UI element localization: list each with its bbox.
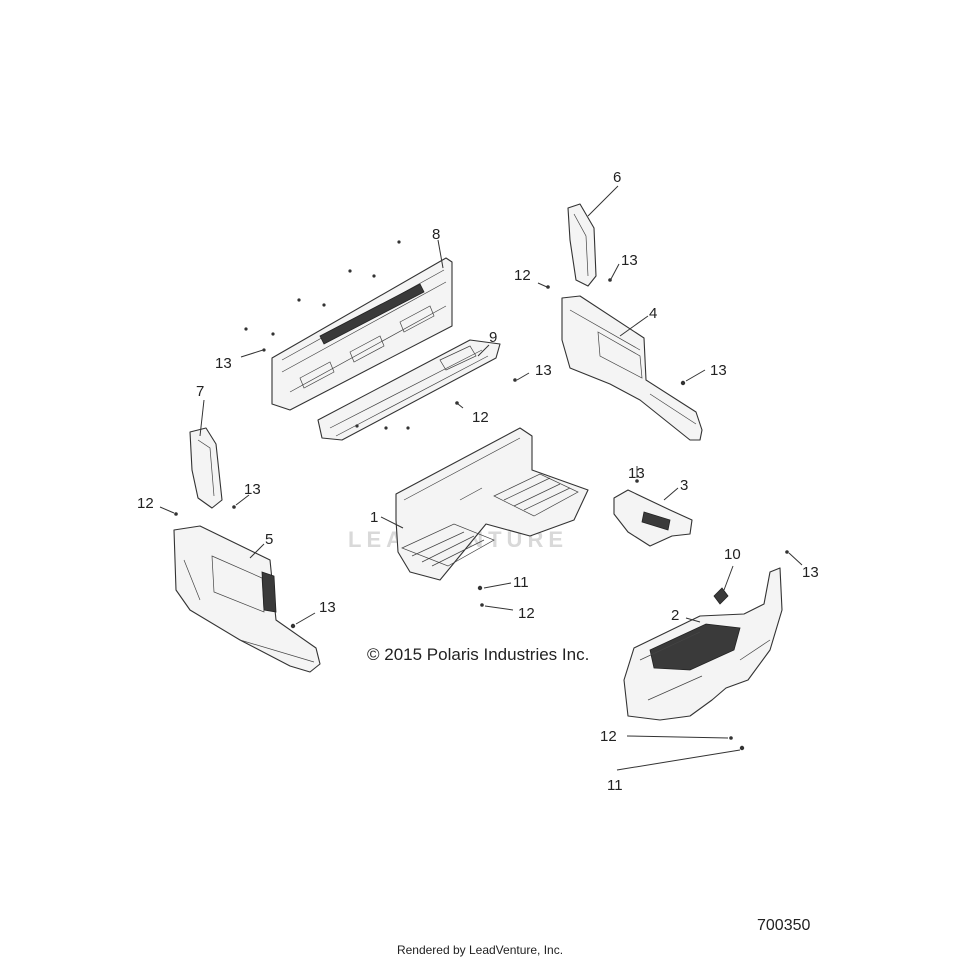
part-7-left-pillar[interactable] [189,427,223,509]
callout-13: 13 [621,252,638,269]
part-10-clip[interactable] [713,587,729,605]
callout-13: 13 [244,481,261,498]
part-8-rear-panel[interactable] [271,257,453,411]
callout-11: 11 [607,777,623,794]
part-6-right-pillar[interactable] [567,203,597,287]
part-2-lower-right-panel[interactable] [623,567,783,721]
callout-13: 13 [710,362,727,379]
part-4-right-side-panel[interactable] [561,295,703,441]
callout-7: 7 [196,383,204,400]
callout-12: 12 [137,495,154,512]
callout-9: 9 [489,329,497,346]
part-3-right-bracket[interactable] [613,489,693,547]
callout-10: 10 [724,546,741,563]
fasteners [174,240,789,751]
diagram-id: 700350 [757,917,811,934]
callout-11: 11 [513,574,529,591]
callout-2: 2 [671,607,679,624]
callout-8: 8 [432,226,440,243]
callout-labels: 8 6 12 13 9 4 13 13 13 7 12 13 3 13 12 1… [137,169,819,794]
callout-12: 12 [600,728,617,745]
copyright-text: © 2015 Polaris Industries Inc. [367,645,590,664]
callout-13: 13 [535,362,552,379]
callout-12: 12 [514,267,531,284]
callout-13: 13 [215,355,232,372]
callout-13: 13 [319,599,336,616]
callout-12: 12 [472,409,489,426]
callout-1: 1 [370,509,378,526]
part-9-crossmember[interactable] [317,339,501,441]
callout-6: 6 [613,169,621,186]
callout-13: 13 [628,465,645,482]
part-1-cargo-tub[interactable] [395,427,589,581]
leader-lines [159,185,803,771]
callout-13: 13 [802,564,819,581]
rendered-by-footer: Rendered by LeadVenture, Inc. [396,943,564,957]
callout-5: 5 [265,531,273,548]
callout-4: 4 [649,305,657,322]
part-5-left-side-panel[interactable] [173,525,321,673]
callout-12: 12 [518,605,535,622]
callout-3: 3 [680,477,688,494]
